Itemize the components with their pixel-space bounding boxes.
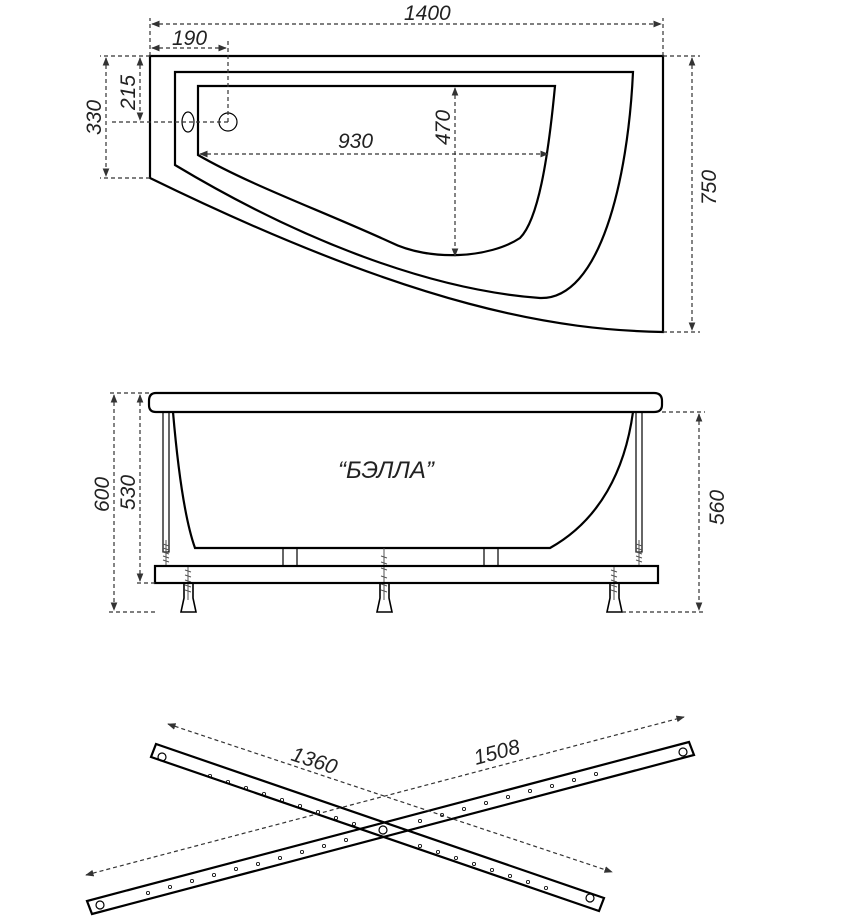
bathtub-outline-top — [148, 54, 665, 334]
bathtub-body-side — [171, 411, 635, 550]
dim-drain-offset-x: 190 — [172, 27, 207, 50]
dim-rim-height: 530 — [117, 475, 140, 510]
support-legs — [162, 411, 643, 600]
support-block — [282, 547, 298, 567]
dim-basin-length: 930 — [338, 130, 373, 153]
adjustable-feet — [180, 583, 623, 613]
support-block — [483, 547, 499, 567]
cross-bolt — [378, 825, 388, 835]
dim-basin-width: 470 — [432, 110, 455, 145]
dim-right-height: 560 — [706, 490, 729, 525]
dim-total-height: 600 — [91, 477, 114, 512]
bathtub-rim-top — [173, 70, 635, 300]
top-view: 1400 190 215 330 930 470 750 — [83, 2, 721, 334]
bathtub-basin-top — [196, 84, 557, 257]
side-view: “БЭЛЛА” 600 530 560 — [91, 391, 729, 613]
beam-b — [85, 740, 696, 916]
dim-left-depth: 330 — [83, 100, 106, 135]
frame-view: 1360 1508 — [85, 715, 696, 916]
dim-beam-b-length: 1508 — [471, 735, 522, 769]
dim-overall-width: 750 — [698, 170, 721, 205]
dim-drain-offset-y: 215 — [117, 75, 140, 111]
dim-overall-length: 1400 — [404, 2, 451, 25]
dim-beam-a-length: 1360 — [288, 743, 340, 779]
bathtub-rim-side — [147, 391, 664, 414]
frame-bar — [153, 564, 660, 585]
beam-a — [149, 742, 606, 913]
model-name: “БЭЛЛА” — [338, 457, 435, 484]
